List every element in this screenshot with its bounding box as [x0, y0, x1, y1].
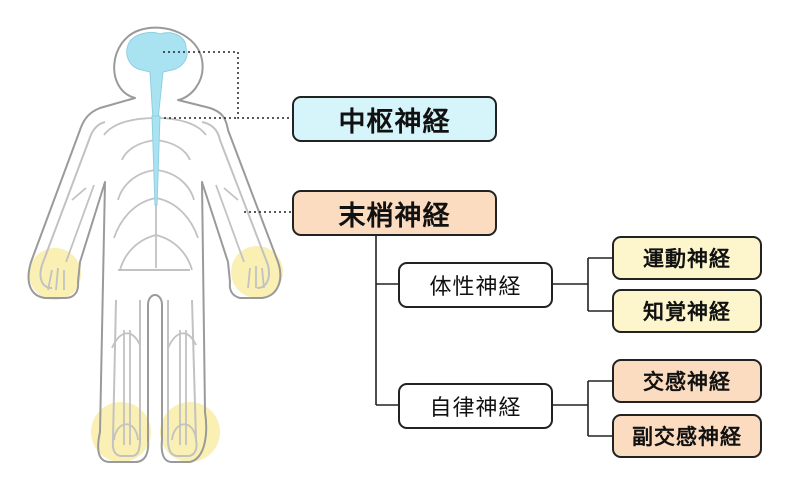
nerve-lumbar-right: [155, 234, 193, 271]
central-nervous-system: [126, 31, 188, 206]
nerve-forearm-left-a: [71, 187, 87, 201]
body-silhouette: [27, 26, 282, 463]
parasympathetic-nerve-label: 副交感神経: [632, 425, 742, 449]
inner-outline-left: [39, 121, 106, 289]
nerve-knee-right: [167, 332, 197, 349]
spinal-cord: [151, 115, 161, 206]
inner-leg-right: [167, 299, 198, 457]
tree-connectors: [375, 236, 612, 437]
nerve-shoulder-right: [155, 117, 207, 136]
autonomic-nervous-box: 自律神経: [398, 383, 553, 429]
nerve-foot-left: [113, 423, 139, 441]
central-nervous-label: 中枢神経: [338, 106, 451, 138]
somatic-nervous-box: 体性神経: [398, 262, 553, 308]
extremity-highlights: [29, 246, 283, 462]
peripheral-nerves: [47, 117, 265, 445]
central-nervous-box: 中枢神経: [292, 96, 497, 142]
left-foot-glow: [91, 402, 151, 462]
sensory-nerve-label: 知覚神経: [643, 300, 731, 324]
nerve-rib-1-right: [155, 139, 191, 161]
inner-leg-left: [111, 299, 141, 457]
right-hand-glow: [231, 246, 283, 298]
autonomic-nervous-label: 自律神経: [429, 396, 522, 421]
nerve-foot-right: [171, 423, 197, 441]
nerve-rib-2-right: [155, 169, 195, 201]
nerve-rib-3-left: [113, 197, 157, 239]
nerve-arm-left: [65, 184, 95, 263]
nerve-arm-right: [215, 184, 245, 263]
peripheral-nervous-label: 末梢神経: [338, 200, 451, 232]
parasympathetic-nerve-box: 副交感神経: [612, 414, 762, 458]
nerve-forearm-right-a: [223, 187, 239, 201]
left-hand-glow: [29, 248, 81, 300]
brain-shape: [126, 31, 188, 121]
nerve-knee-left: [111, 332, 141, 349]
connector-somatic-children: [553, 257, 612, 312]
connector-peripheral-children: [375, 236, 398, 406]
nerve-shoulder-left: [103, 117, 157, 136]
motor-nerve-label: 運動神経: [643, 247, 731, 271]
nerve-rib-2-left: [117, 169, 157, 201]
nerve-hand-right: [247, 266, 265, 289]
peripheral-nervous-box: 末梢神経: [292, 190, 497, 236]
nerve-lumbar-left: [119, 234, 157, 271]
nerve-rib-1-left: [121, 139, 157, 161]
motor-nerve-box: 運動神経: [612, 236, 762, 280]
connector-autonomic-children: [553, 380, 612, 437]
sympathetic-nerve-label: 交感神経: [643, 370, 731, 394]
sympathetic-nerve-box: 交感神経: [612, 359, 762, 403]
leader-lines: [163, 51, 292, 213]
nerve-rib-3-right: [155, 197, 199, 239]
nerve-hand-left: [47, 267, 65, 291]
somatic-nervous-label: 体性神経: [429, 275, 522, 300]
sensory-nerve-box: 知覚神経: [612, 289, 762, 333]
body-outline: [27, 26, 282, 463]
